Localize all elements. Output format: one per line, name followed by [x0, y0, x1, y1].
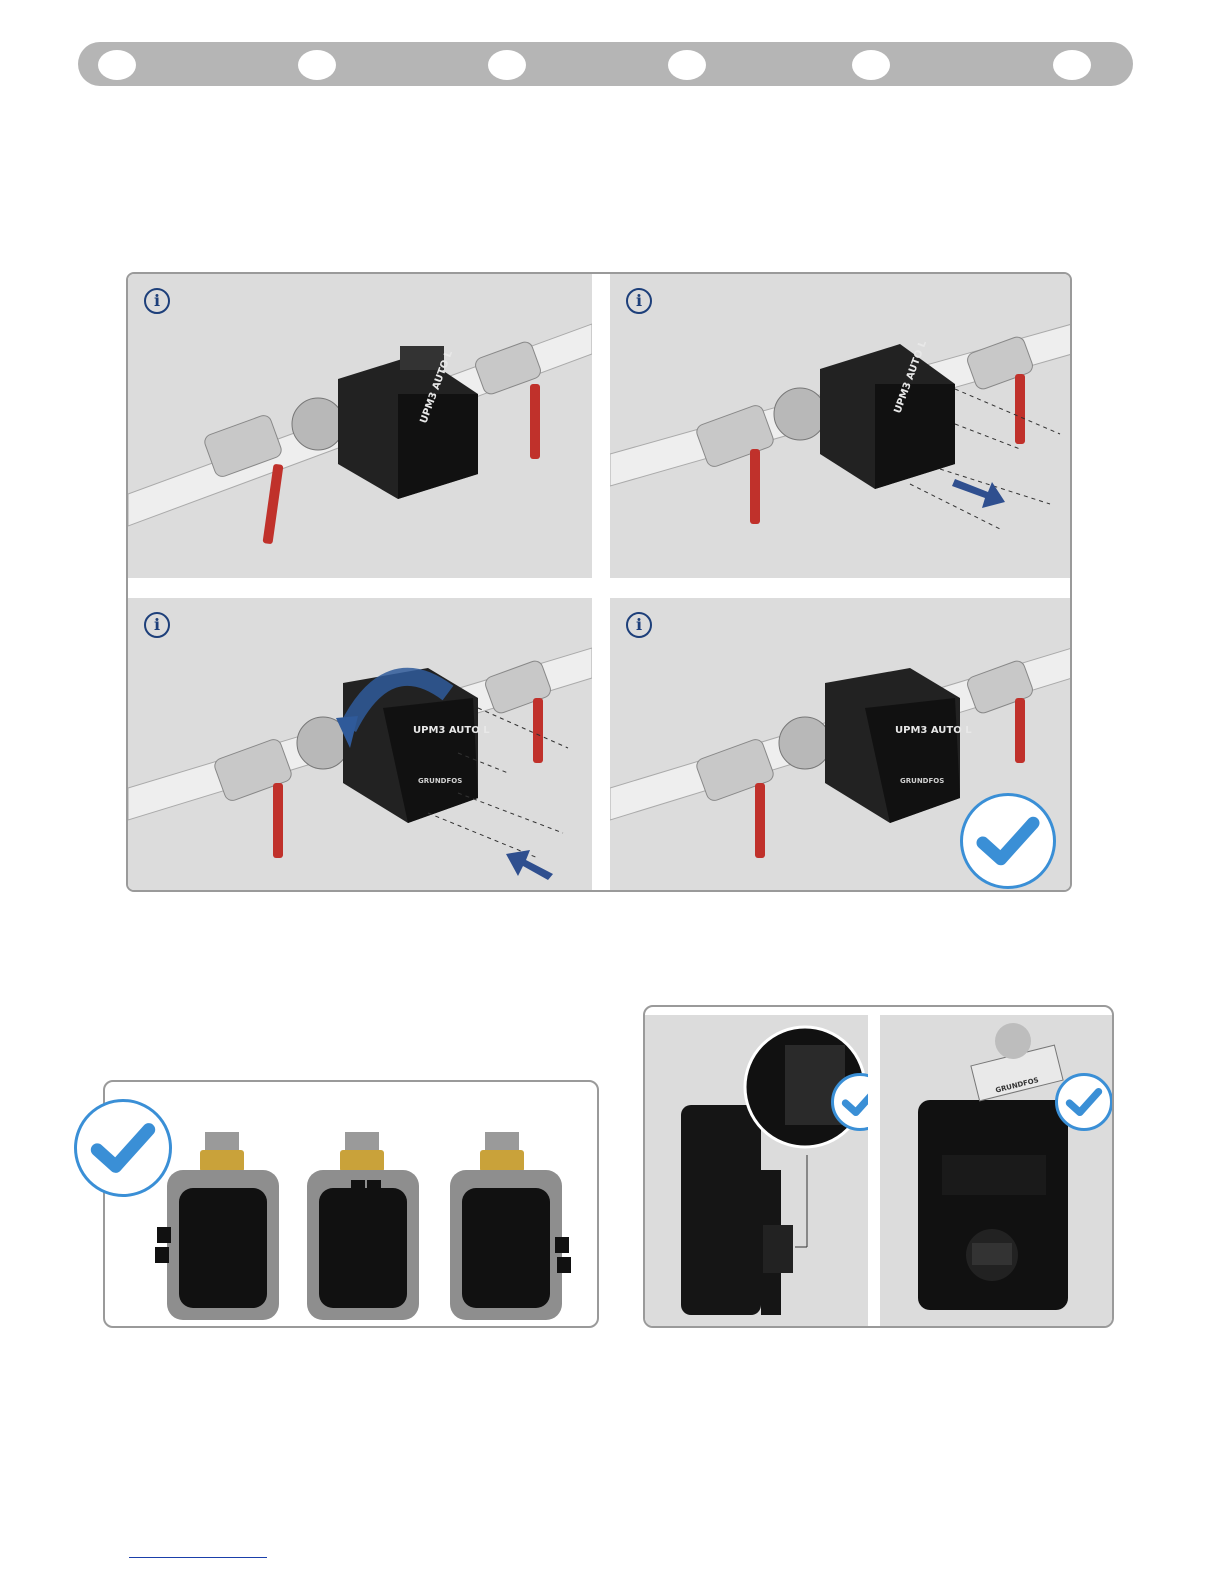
pump-illustration: UPM3 AUTO L: [128, 274, 592, 578]
step-3-tile: i UPM3 AUTO L GRUNDFOS: [128, 598, 592, 892]
insulation-panel: GRUNDFOS: [643, 1005, 1114, 1328]
step-2-tile: i UPM3 AUTO L: [610, 274, 1072, 578]
check-icon: [74, 1099, 172, 1197]
progress-dot: [298, 50, 336, 80]
pump-brand-label: GRUNDFOS: [900, 777, 944, 785]
pump-orientation-illustration: [105, 1082, 599, 1328]
step-1-tile: i UPM3 AUTO L: [128, 274, 592, 578]
step-4-tile: i UPM3 AUTO L GRUNDFOS: [610, 598, 1072, 892]
connector-illustration: [645, 1015, 868, 1328]
insulation-shell-tile: GRUNDFOS: [880, 1015, 1113, 1328]
pump-model-label: UPM3 AUTO L: [413, 725, 490, 736]
check-icon: [1055, 1073, 1113, 1131]
connector-tile: [645, 1015, 868, 1328]
installation-steps-panel: i UPM3 AUTO L i UPM3 AUTO L: [126, 272, 1072, 892]
pump-brand-label: GRUNDFOS: [418, 777, 462, 785]
footer-link-underline[interactable]: [129, 1557, 267, 1558]
arrow-icon: [952, 479, 1005, 508]
check-icon: [960, 793, 1056, 889]
pump-model-label: UPM3 AUTO L: [895, 725, 972, 736]
progress-dot: [488, 50, 526, 80]
progress-dot: [852, 50, 890, 80]
progress-dot: [1053, 50, 1091, 80]
pump-illustration: UPM3 AUTO L: [610, 274, 1072, 578]
progress-dot: [98, 50, 136, 80]
pump-illustration: UPM3 AUTO L GRUNDFOS: [128, 598, 592, 892]
insulation-shell-illustration: GRUNDFOS: [880, 1015, 1113, 1328]
arrow-icon: [506, 850, 553, 880]
orientation-panel: [103, 1080, 599, 1328]
check-icon: [831, 1073, 868, 1131]
progress-bar: [78, 42, 1133, 86]
progress-dot: [668, 50, 706, 80]
